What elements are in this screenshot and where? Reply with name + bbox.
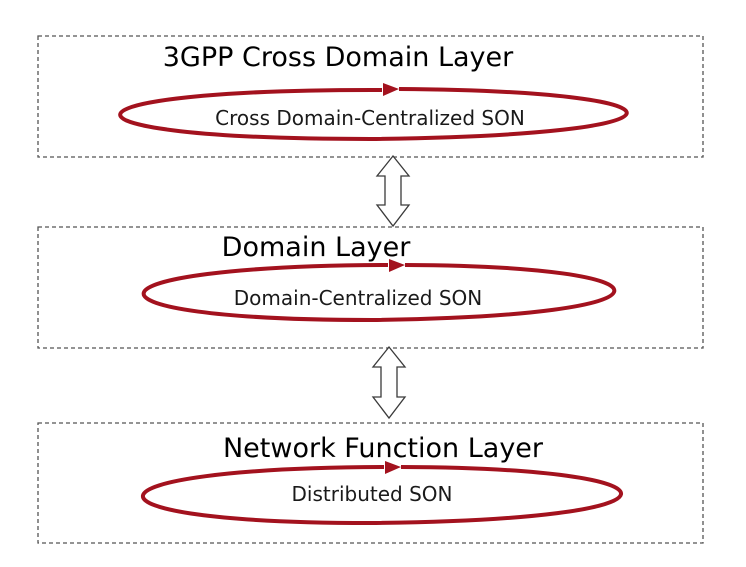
loop-ellipse-network-function xyxy=(140,465,623,526)
layer-network-function: Network Function Layer Distributed SON xyxy=(37,422,704,544)
loop-arrowhead-domain xyxy=(389,259,405,272)
layer-title-domain: Domain Layer xyxy=(222,232,412,263)
layer-box-network-function xyxy=(37,422,704,544)
layer-box-domain xyxy=(37,226,704,349)
double-arrow-bottom xyxy=(371,345,407,420)
son-label-cross-domain: Cross Domain-Centralized SON xyxy=(215,106,525,130)
layer-title-network-function: Network Function Layer xyxy=(223,433,544,464)
layer-title-cross-domain: 3GPP Cross Domain Layer xyxy=(163,42,514,73)
layer-domain: Domain Layer Domain-Centralized SON xyxy=(37,226,704,349)
son-loop-cross-domain xyxy=(118,83,629,142)
loop-arrowhead-cross-domain xyxy=(383,83,399,96)
son-label-network-function: Distributed SON xyxy=(292,482,453,506)
double-arrow-top xyxy=(375,154,411,228)
layer-cross-domain: 3GPP Cross Domain Layer Cross Domain-Cen… xyxy=(37,35,704,158)
loop-ellipse-cross-domain xyxy=(118,87,629,142)
layer-box-cross-domain xyxy=(37,35,704,158)
loop-arrowhead-network-function xyxy=(385,461,401,474)
loop-ellipse-domain xyxy=(141,263,617,323)
son-loop-network-function xyxy=(140,461,623,526)
son-loop-domain xyxy=(141,259,617,323)
son-label-domain: Domain-Centralized SON xyxy=(234,286,482,310)
